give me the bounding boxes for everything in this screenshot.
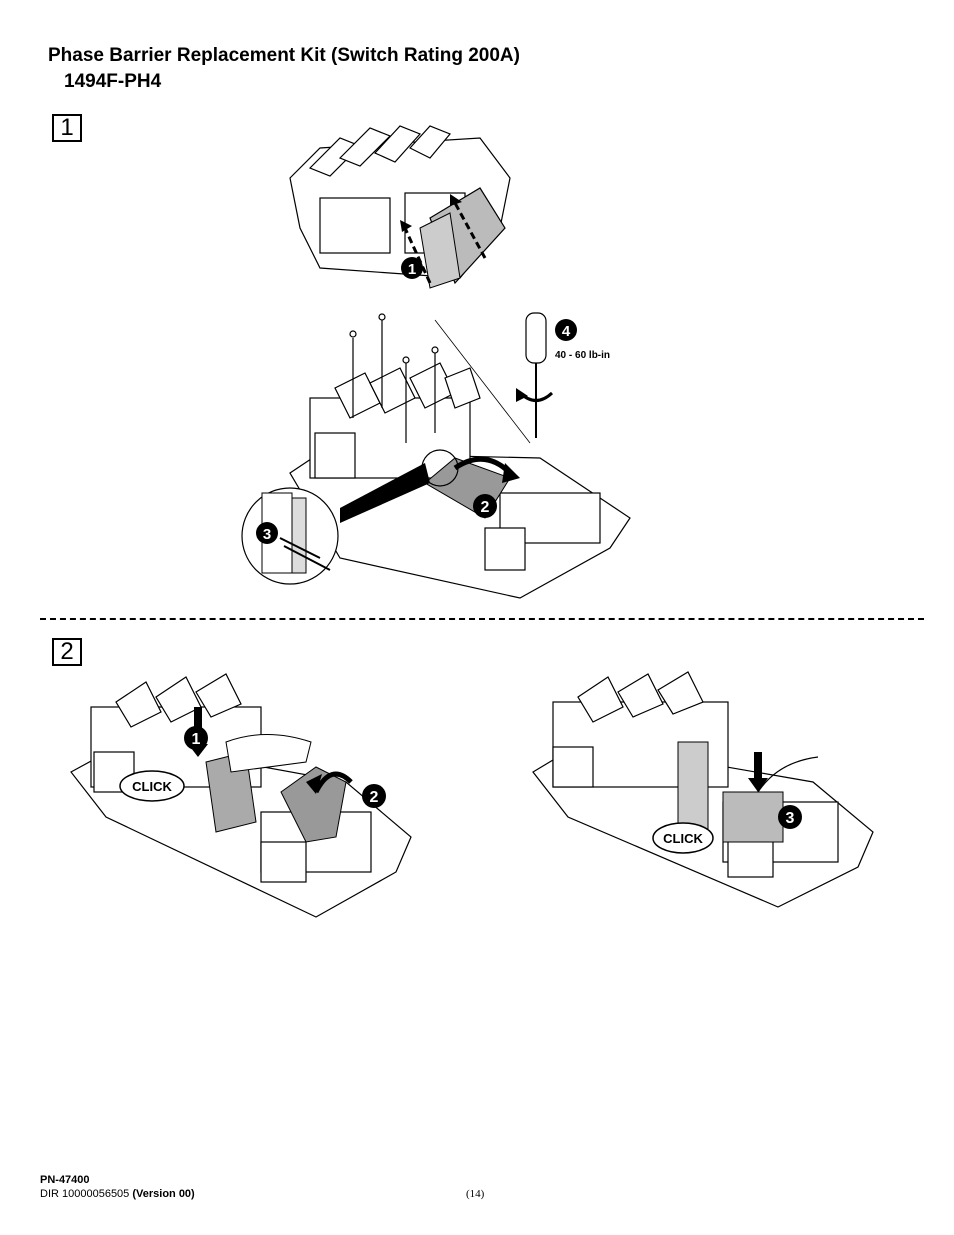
svg-text:1: 1	[192, 731, 201, 748]
torque-spec: 40 - 60 lb-in	[555, 350, 610, 361]
step-1-box: 1	[52, 114, 82, 142]
svg-text:3: 3	[786, 810, 795, 827]
page-number: (14)	[466, 1188, 485, 1200]
document-id: DIR 10000056505 (Version 00)	[40, 1188, 195, 1200]
callout-4: 4	[555, 319, 577, 341]
callout-3: 3	[256, 522, 278, 544]
dir-number: DIR 10000056505	[40, 1188, 130, 1200]
figure-2-install-barriers: CLICK 3	[532, 671, 874, 908]
step-2-box: 2	[52, 638, 82, 666]
callout-2: 2	[473, 494, 497, 518]
figure-2-remove-barriers: CLICK 1 2	[70, 673, 412, 918]
callout-1: 1	[184, 726, 208, 750]
page-title: Phase Barrier Replacement Kit (Switch Ra…	[48, 45, 520, 66]
callout-2: 2	[362, 784, 386, 808]
click-label: CLICK	[132, 779, 172, 794]
catalog-number: 1494F-PH4	[64, 71, 162, 92]
callout-1: 1	[401, 257, 423, 279]
version-label: (Version 00)	[132, 1188, 195, 1200]
callout-3: 3	[778, 805, 802, 829]
svg-text:2: 2	[481, 499, 490, 516]
svg-text:3: 3	[263, 526, 271, 543]
section-divider	[40, 618, 924, 620]
figure-1-install-barriers: 2 3 4 40 - 60 lb-in	[241, 312, 631, 599]
svg-text:1: 1	[408, 261, 416, 278]
click-label: CLICK	[663, 831, 703, 846]
part-number: PN-47400	[40, 1174, 90, 1186]
svg-text:2: 2	[370, 789, 379, 806]
figure-1-insert-barriers: 1	[289, 125, 511, 289]
svg-text:4: 4	[562, 323, 571, 340]
